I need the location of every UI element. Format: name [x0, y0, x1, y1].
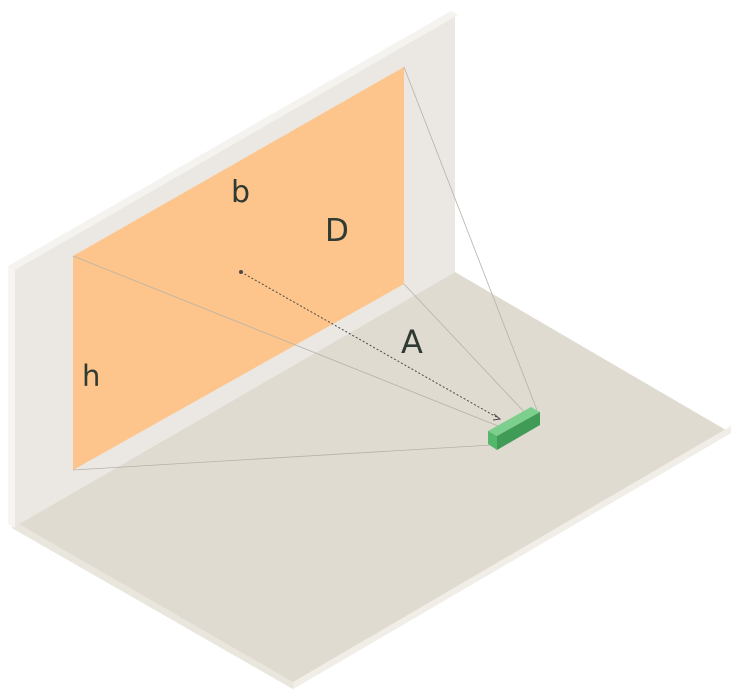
- beam-bottom-left: [72, 444, 493, 471]
- wall-top-edge: [8, 11, 458, 270]
- floor-right-edge: [293, 426, 731, 689]
- floor-front-edge: [12, 520, 293, 689]
- projector-side: [497, 412, 540, 450]
- screen-surface: [73, 67, 404, 470]
- distance-arrowhead: [492, 413, 502, 421]
- floor-slab: [12, 272, 731, 689]
- beam-bottom-right: [403, 283, 528, 416]
- label-b: b: [231, 175, 250, 210]
- label-h: h: [82, 359, 100, 393]
- projector-front: [488, 431, 497, 450]
- distance-line-A: [240, 271, 501, 420]
- distance-indicator: [239, 270, 502, 421]
- beam-top-left: [72, 255, 509, 431]
- projection-beams: [72, 66, 538, 471]
- projector-top: [488, 407, 540, 436]
- projector-icon: [488, 407, 540, 450]
- distance-start-marker: [239, 270, 243, 274]
- label-D: D: [325, 213, 349, 249]
- wall-left-edge: [8, 266, 15, 528]
- beam-top-right: [403, 66, 538, 411]
- label-A: A: [401, 323, 423, 361]
- diagram-labels: b D A h: [82, 175, 423, 393]
- projection-screen: [73, 67, 404, 470]
